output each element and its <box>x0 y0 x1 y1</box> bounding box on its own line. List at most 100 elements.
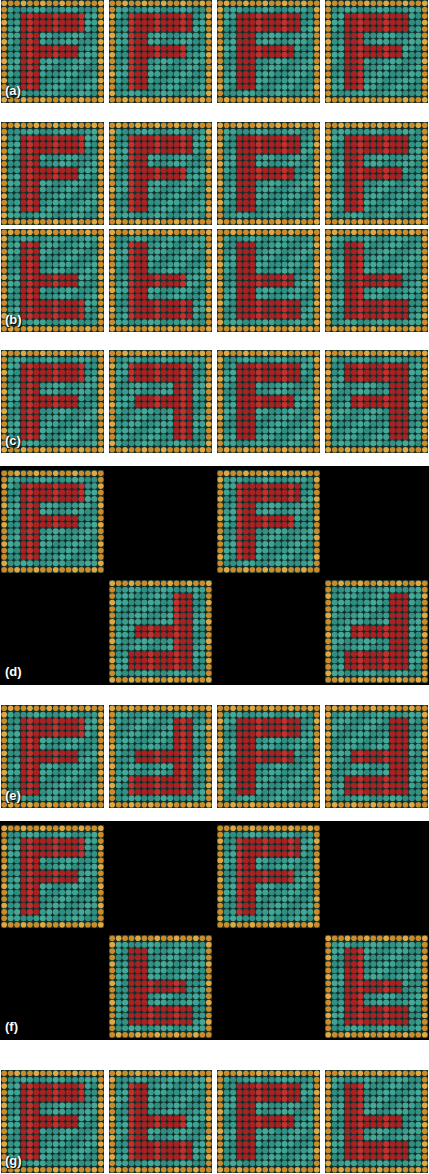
bead <box>8 45 14 51</box>
bead <box>377 20 383 26</box>
bead <box>249 20 255 26</box>
bead <box>33 26 39 32</box>
bead <box>314 58 320 64</box>
bead <box>8 129 14 135</box>
bead <box>224 193 230 199</box>
bead <box>40 142 46 148</box>
bead <box>338 142 344 148</box>
bead <box>109 52 115 58</box>
bead <box>85 174 91 180</box>
bead <box>116 77 122 83</box>
bead <box>301 161 307 167</box>
bead <box>40 58 46 64</box>
bead <box>262 52 268 58</box>
bead <box>116 90 122 96</box>
bead <box>282 45 288 51</box>
bead <box>180 167 186 173</box>
bead <box>78 71 84 77</box>
bead <box>116 142 122 148</box>
bead <box>59 71 65 77</box>
bead <box>141 206 147 212</box>
bead <box>217 174 223 180</box>
bead <box>288 167 294 173</box>
bead <box>345 174 351 180</box>
bead <box>301 122 307 128</box>
bead <box>294 58 300 64</box>
bead <box>27 13 33 19</box>
bead <box>148 77 154 83</box>
bead <box>345 154 351 160</box>
bead <box>109 167 115 173</box>
bead <box>301 77 307 83</box>
bead <box>383 122 389 128</box>
bead <box>66 0 72 6</box>
bead <box>275 77 281 83</box>
bead <box>294 161 300 167</box>
bead <box>357 13 363 19</box>
bead <box>256 45 262 51</box>
bead <box>390 26 396 32</box>
bead <box>53 199 59 205</box>
bead <box>230 122 236 128</box>
bead <box>206 7 212 13</box>
bead <box>193 167 199 173</box>
bead <box>314 129 320 135</box>
bead <box>230 219 236 225</box>
bead <box>109 180 115 186</box>
bead <box>275 52 281 58</box>
bead <box>91 167 97 173</box>
bead <box>383 20 389 26</box>
bead <box>33 71 39 77</box>
bead <box>282 20 288 26</box>
bead <box>301 52 307 58</box>
bead <box>78 65 84 71</box>
bead <box>53 148 59 154</box>
bead <box>40 84 46 90</box>
bead <box>186 84 192 90</box>
bead <box>275 219 281 225</box>
bead <box>59 199 65 205</box>
bead <box>92 122 98 128</box>
bead <box>301 180 307 186</box>
bead <box>187 122 193 128</box>
bead <box>370 122 376 128</box>
bead <box>370 32 376 38</box>
bead <box>180 77 186 83</box>
bead <box>314 33 320 39</box>
bead <box>269 7 275 13</box>
bead <box>14 20 20 26</box>
bead <box>141 161 147 167</box>
bead <box>33 32 39 38</box>
bead <box>256 148 262 154</box>
bead <box>377 187 383 193</box>
bead <box>288 161 294 167</box>
bead <box>148 129 154 135</box>
bead <box>224 32 230 38</box>
bead <box>217 84 223 90</box>
bead <box>78 161 84 167</box>
bead <box>199 187 205 193</box>
bead <box>314 167 320 173</box>
bead <box>325 135 331 141</box>
bead <box>21 219 27 225</box>
bead <box>200 0 206 6</box>
bead <box>34 219 40 225</box>
bead <box>98 45 104 51</box>
bead <box>91 154 97 160</box>
bead <box>154 219 160 225</box>
bead <box>91 84 97 90</box>
bead <box>282 206 288 212</box>
bead <box>390 0 396 6</box>
bead <box>53 58 59 64</box>
bead <box>72 65 78 71</box>
bead <box>325 52 331 58</box>
bead <box>307 58 313 64</box>
bead <box>307 154 313 160</box>
bead <box>396 129 402 135</box>
bead <box>307 187 313 193</box>
bead <box>269 122 275 128</box>
bead <box>59 161 65 167</box>
bead <box>307 26 313 32</box>
bead <box>256 26 262 32</box>
bead <box>206 193 212 199</box>
